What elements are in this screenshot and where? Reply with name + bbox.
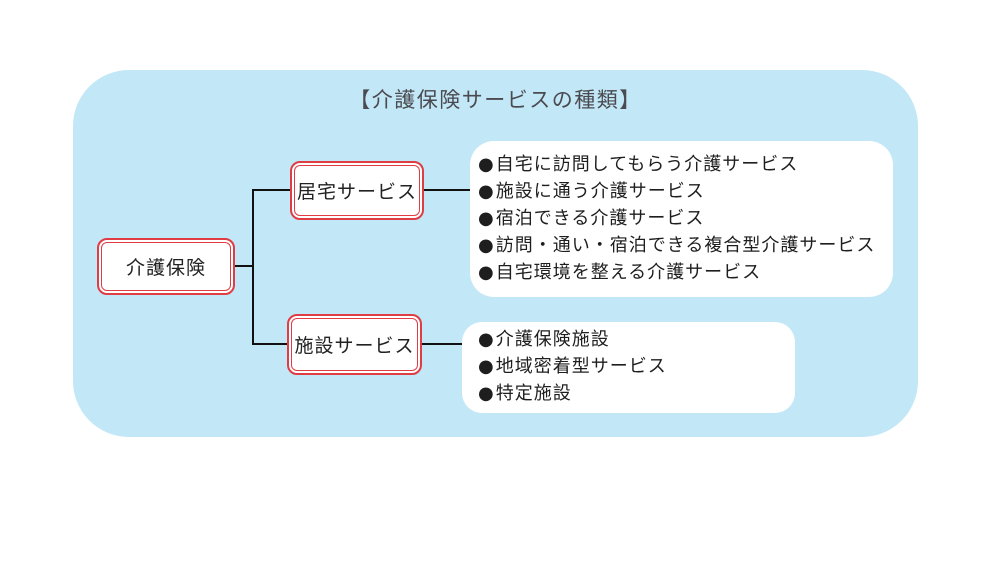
node-kyotaku-service: 居宅サービス — [290, 161, 424, 220]
list-item: ●自宅環境を整える介護サービス — [478, 259, 887, 286]
diagram-title: 【介護保険サービスの種類】 — [349, 88, 642, 112]
bullet-icon: ● — [478, 181, 495, 202]
bullet-icon: ● — [478, 235, 495, 256]
connector-trunk — [252, 189, 254, 345]
list-item-text: 施設に通う介護サービス — [495, 181, 705, 202]
bullet-icon: ● — [478, 262, 495, 283]
list-item: ●施設に通う介護サービス — [478, 178, 887, 205]
list-item-text: 自宅環境を整える介護サービス — [495, 262, 762, 283]
kyotaku-service-list: ●自宅に訪問してもらう介護サービス ●施設に通う介護サービス ●宿泊できる介護サ… — [478, 151, 887, 286]
list-item-text: 自宅に訪問してもらう介護サービス — [495, 154, 799, 175]
list-item-text: 特定施設 — [495, 383, 572, 404]
connector-shisetsu-panel — [422, 343, 463, 345]
list-item-text: 介護保険施設 — [495, 329, 610, 350]
list-item-text: 宿泊できる介護サービス — [495, 208, 705, 229]
node-kyotaku-service-label: 居宅サービス — [296, 181, 417, 203]
list-item-text: 訪問・通い・宿泊できる複合型介護サービス — [495, 235, 876, 256]
list-item-text: 地域密着型サービス — [495, 356, 667, 377]
bullet-icon: ● — [478, 383, 495, 404]
bullet-icon: ● — [478, 356, 495, 377]
connector-branch-kyotaku — [252, 189, 291, 191]
list-item: ●介護保険施設 — [478, 326, 789, 353]
panel-shisetsu-services: ●介護保険施設 ●地域密着型サービス ●特定施設 — [462, 322, 795, 413]
connector-root-stub — [235, 265, 253, 267]
list-item: ●訪問・通い・宿泊できる複合型介護サービス — [478, 232, 887, 259]
list-item: ●特定施設 — [478, 380, 789, 407]
panel-kyotaku-services: ●自宅に訪問してもらう介護サービス ●施設に通う介護サービス ●宿泊できる介護サ… — [470, 141, 893, 297]
node-shisetsu-service-label: 施設サービス — [294, 335, 415, 357]
node-kaigo-hoken-label: 介護保険 — [125, 257, 206, 279]
bullet-icon: ● — [478, 208, 495, 229]
list-item: ●宿泊できる介護サービス — [478, 205, 887, 232]
list-item: ●自宅に訪問してもらう介護サービス — [478, 151, 887, 178]
bullet-icon: ● — [478, 154, 495, 175]
connector-kyotaku-panel — [424, 189, 471, 191]
node-shisetsu-service: 施設サービス — [287, 314, 422, 375]
bullet-icon: ● — [478, 329, 495, 350]
shisetsu-service-list: ●介護保険施設 ●地域密着型サービス ●特定施設 — [478, 326, 789, 407]
list-item: ●地域密着型サービス — [478, 353, 789, 380]
connector-branch-shisetsu — [252, 343, 288, 345]
node-kaigo-hoken: 介護保険 — [97, 238, 235, 295]
